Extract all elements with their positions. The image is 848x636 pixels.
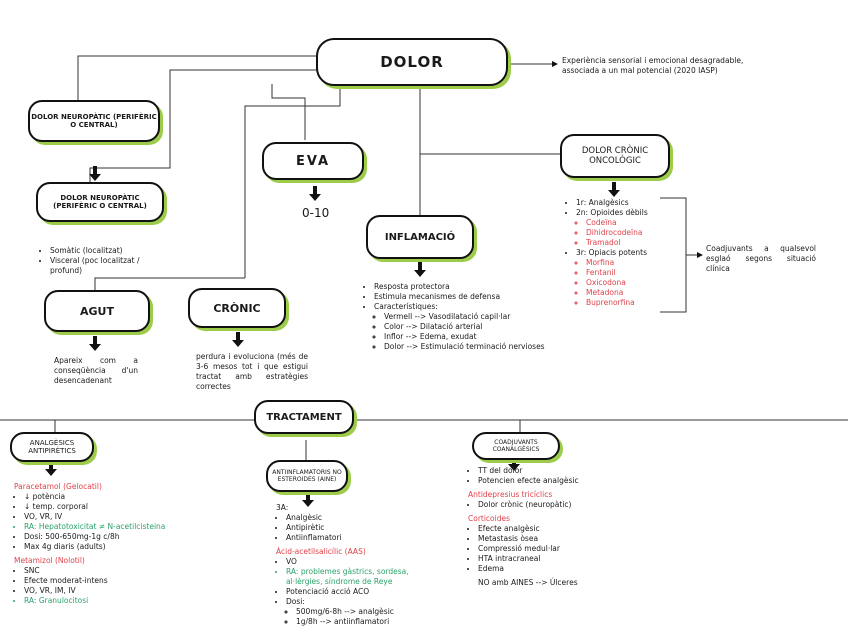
list-item: Resposta protectora — [374, 282, 574, 292]
neuropatic-top-title: DOLOR NEUROPÀTIC (PERIFÈRIC O CENTRAL) — [31, 113, 157, 129]
cronic-onco-node: DOLOR CRÒNIC ONCOLÒGIC — [560, 134, 670, 178]
cronic-node: CRÒNIC — [188, 288, 286, 328]
list-item: Edema — [478, 564, 638, 574]
list-item: Antipirètic — [286, 523, 442, 533]
item-text: Dosi: — [286, 597, 305, 606]
aine-node: ANTIINFLAMATORIS NO ESTEROIDES (AINE) — [266, 460, 348, 492]
root-definition: Experiència sensorial i emocional desagr… — [562, 56, 744, 75]
coadjuvants-node: COADJUVANTS COANALGÈSICS — [472, 432, 560, 460]
cortic-title: Corticoides — [468, 514, 511, 523]
coadjuvants-list: TT del dolor Potencien efecte analgèsic … — [468, 466, 638, 588]
aine-label: 3A: — [276, 503, 289, 512]
tractament-node: TRACTAMENT — [254, 400, 354, 434]
list-item: 1g/8h --> antiinflamatori — [296, 617, 442, 627]
analgesics-title: ANALGÈSICS ANTIPIRÈTICS — [28, 439, 76, 455]
list-item: Dihidrocodeïna — [586, 228, 676, 238]
list-item: Oxicodona — [586, 278, 676, 288]
item-text: 2n: Opioides dèbils — [576, 208, 648, 217]
aine-title: ANTIINFLAMATORIS NO ESTEROIDES (AINE) — [272, 469, 342, 483]
neuropatic-top-node: DOLOR NEUROPÀTIC (PERIFÈRIC O CENTRAL) — [28, 100, 160, 142]
list-item: Potenciació acció ACO — [286, 587, 442, 597]
list-item: Potencien efecte analgèsic — [478, 476, 638, 486]
list-item: Inflor --> Edema, exudat — [384, 332, 574, 342]
aas-title: Àcid-acetilsalicílic (AAS) — [276, 547, 366, 556]
inflamacio-title: INFLAMACIÓ — [384, 231, 456, 243]
cronic-onco-list: 1r: Analgèsics 2n: Opioides dèbils Codeï… — [566, 198, 676, 308]
list-item: 1r: Analgèsics — [576, 198, 676, 208]
list-item: ↓ potència — [24, 492, 204, 502]
list-item: Vermell --> Vasodilatació capil·lar — [384, 312, 574, 322]
list-item: TT del dolor — [478, 466, 638, 476]
list-item: Visceral (poc localitzat / profund) — [50, 256, 160, 276]
cronic-desc: perdura i evoluciona (més de 3-6 mesos t… — [196, 352, 308, 391]
coadjuvant-note: Coadjuvants a qualsevol esglaó segons si… — [706, 244, 816, 273]
list-item: Color --> Dilatació arterial — [384, 322, 574, 332]
list-item: 500mg/6-8h --> analgèsic — [296, 607, 442, 617]
list-item: Metadona — [586, 288, 676, 298]
antidep-title: Antidepresius tricíclics — [468, 490, 553, 499]
agut-node: AGUT — [44, 290, 150, 332]
item-text: 3r: Opiacis potents — [576, 248, 647, 257]
list-item: Efecte moderat-intens — [24, 576, 204, 586]
list-item: Analgèsic — [286, 513, 442, 523]
list-item: RA: problemes gàstrics, sordesa, al·lèrg… — [286, 567, 442, 587]
eva-value: 0-10 — [302, 206, 330, 220]
list-item: Morfina — [586, 258, 676, 268]
list-item: Efecte analgèsic — [478, 524, 638, 534]
root-node: DOLOR — [316, 38, 508, 86]
paracetamol-title: Paracetamol (Gelocatil) — [14, 482, 102, 491]
list-item: Dosi: 500mg/6-8h --> analgèsic 1g/8h -->… — [286, 597, 442, 627]
cronic-title: CRÒNIC — [213, 301, 261, 315]
list-item: Dosi: 500-650mg-1g c/8h — [24, 532, 204, 542]
list-item: Somàtic (localitzat) — [50, 246, 160, 256]
coadjuvants-title: COADJUVANTS COANALGÈSICS — [492, 439, 540, 453]
list-item: RA: Hepatotoxicitat ≠ N-acetilcisteina — [24, 522, 204, 532]
inflamacio-list: Resposta protectora Estimula mecanismes … — [364, 282, 574, 352]
list-item: ↓ temp. corporal — [24, 502, 204, 512]
neuropatic-mid-list: Somàtic (localitzat) Visceral (poc local… — [40, 246, 160, 276]
list-item: RA: Granulocitosi — [24, 596, 204, 606]
list-item: Buprenorfina — [586, 298, 676, 308]
list-item: Dolor --> Estimulació terminació nervios… — [384, 342, 574, 352]
list-item: Característiques: Vermell --> Vasodilata… — [374, 302, 574, 352]
list-item: VO — [286, 557, 442, 567]
eva-title: EVA — [295, 153, 331, 169]
list-item: Metastasis òsea — [478, 534, 638, 544]
metamizol-title: Metamizol (Nolotil) — [14, 556, 85, 565]
cronic-onco-title: DOLOR CRÒNIC ONCOLÒGIC — [581, 146, 649, 166]
root-title: DOLOR — [380, 53, 444, 71]
agut-title: AGUT — [80, 304, 114, 318]
list-item: Compressió medul·lar — [478, 544, 638, 554]
eva-node: EVA — [262, 142, 364, 180]
list-item: Tramadol — [586, 238, 676, 248]
neuropatic-mid-title: DOLOR NEUROPÀTIC (PERIFÈRIC O CENTRAL) — [53, 194, 147, 210]
aine-list: 3A: Analgèsic Antipirètic Antiinflamator… — [276, 503, 442, 627]
inflamacio-node: INFLAMACIÓ — [366, 215, 474, 259]
list-item: SNC — [24, 566, 204, 576]
list-item: 2n: Opioides dèbils Codeïna Dihidrocodeï… — [576, 208, 676, 248]
list-item: Fentanil — [586, 268, 676, 278]
list-item: Antiinflamatori — [286, 533, 442, 543]
list-item: HTA intracraneal — [478, 554, 638, 564]
list-item: Dolor crònic (neuropàtic) — [478, 500, 638, 510]
tractament-title: TRACTAMENT — [266, 411, 342, 423]
list-item: VO, VR, IV — [24, 512, 204, 522]
item-text: Característiques: — [374, 302, 438, 311]
neuropatic-mid-node: DOLOR NEUROPÀTIC (PERIFÈRIC O CENTRAL) — [36, 182, 164, 222]
list-item: Estimula mecanismes de defensa — [374, 292, 574, 302]
list-item: Max 4g diaris (adults) — [24, 542, 204, 552]
list-item: 3r: Opiacis potents Morfina Fentanil Oxi… — [576, 248, 676, 308]
analgesics-node: ANALGÈSICS ANTIPIRÈTICS — [10, 432, 94, 462]
list-item: Codeïna — [586, 218, 676, 228]
coadjuvants-footer: NO amb AINES --> Úlceres — [478, 578, 578, 587]
agut-desc: Apareix com a conseqüència d'un desencad… — [54, 356, 138, 385]
list-item: VO, VR, IM, IV — [24, 586, 204, 596]
analgesics-list: Paracetamol (Gelocatil) ↓ potència ↓ tem… — [14, 482, 204, 606]
